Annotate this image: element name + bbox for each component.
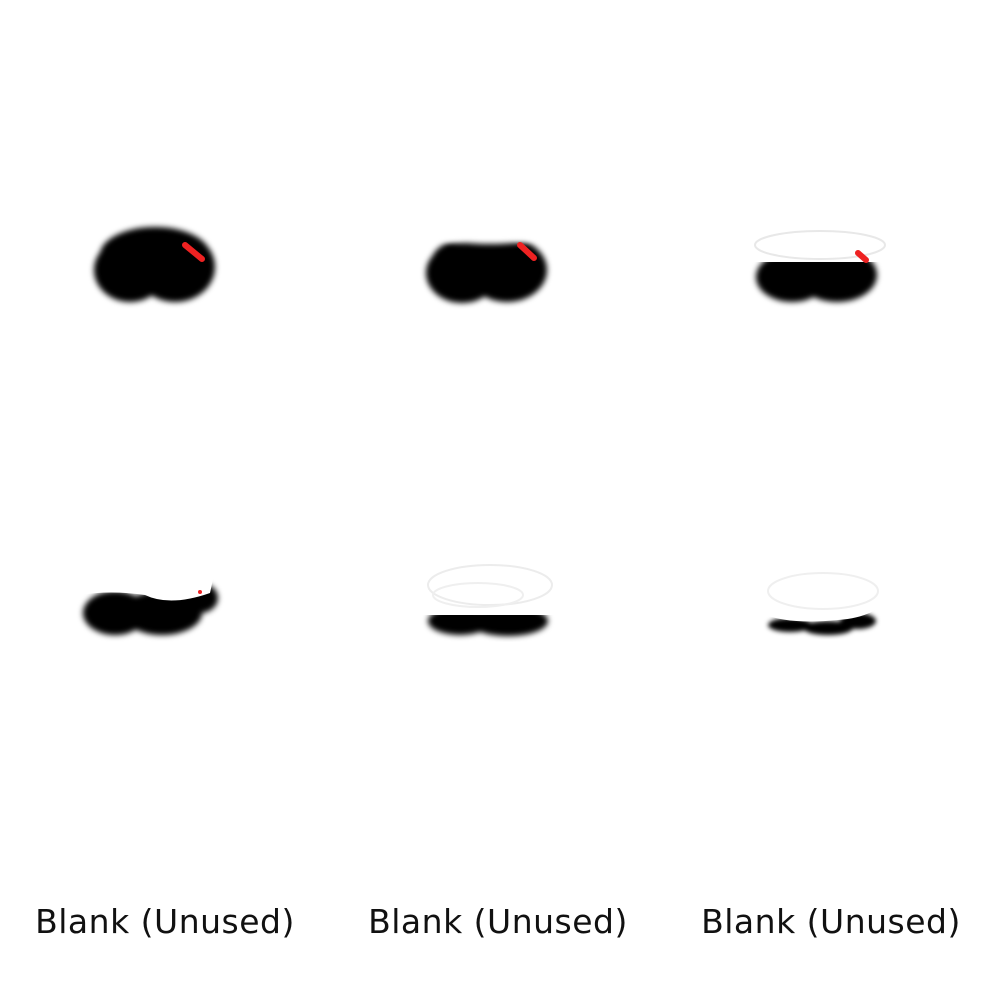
cover-shape — [428, 216, 552, 244]
frame-1-graphic — [94, 227, 215, 302]
frame-6-graphic — [756, 553, 890, 635]
sprite-frame-4 — [50, 525, 250, 685]
sprite-frame-5 — [390, 525, 590, 685]
red-slash — [855, 250, 869, 263]
cover-shape — [415, 560, 565, 615]
frame-4-graphic — [80, 558, 218, 635]
frame-5-graphic — [415, 560, 565, 636]
blob-shape — [94, 227, 215, 302]
red-slash — [517, 242, 537, 261]
blank-unused-label-1: Blank (Unused) — [35, 902, 295, 941]
sprite-frame-1 — [60, 185, 260, 345]
cover-shape — [756, 553, 890, 622]
red-slash — [182, 242, 205, 262]
red-slash — [198, 590, 202, 594]
sprite-frame-3 — [722, 185, 922, 345]
cover-shape — [80, 558, 215, 601]
sprite-frame-2 — [392, 185, 592, 345]
blob-shape — [768, 613, 876, 635]
blob-shape — [426, 235, 547, 303]
blank-unused-label-2: Blank (Unused) — [368, 902, 628, 941]
cover-shape — [747, 225, 897, 262]
blank-unused-label-3: Blank (Unused) — [701, 902, 961, 941]
frame-3-graphic — [747, 225, 897, 302]
frame-2-graphic — [426, 216, 552, 303]
sprite-frame-6 — [728, 525, 928, 685]
